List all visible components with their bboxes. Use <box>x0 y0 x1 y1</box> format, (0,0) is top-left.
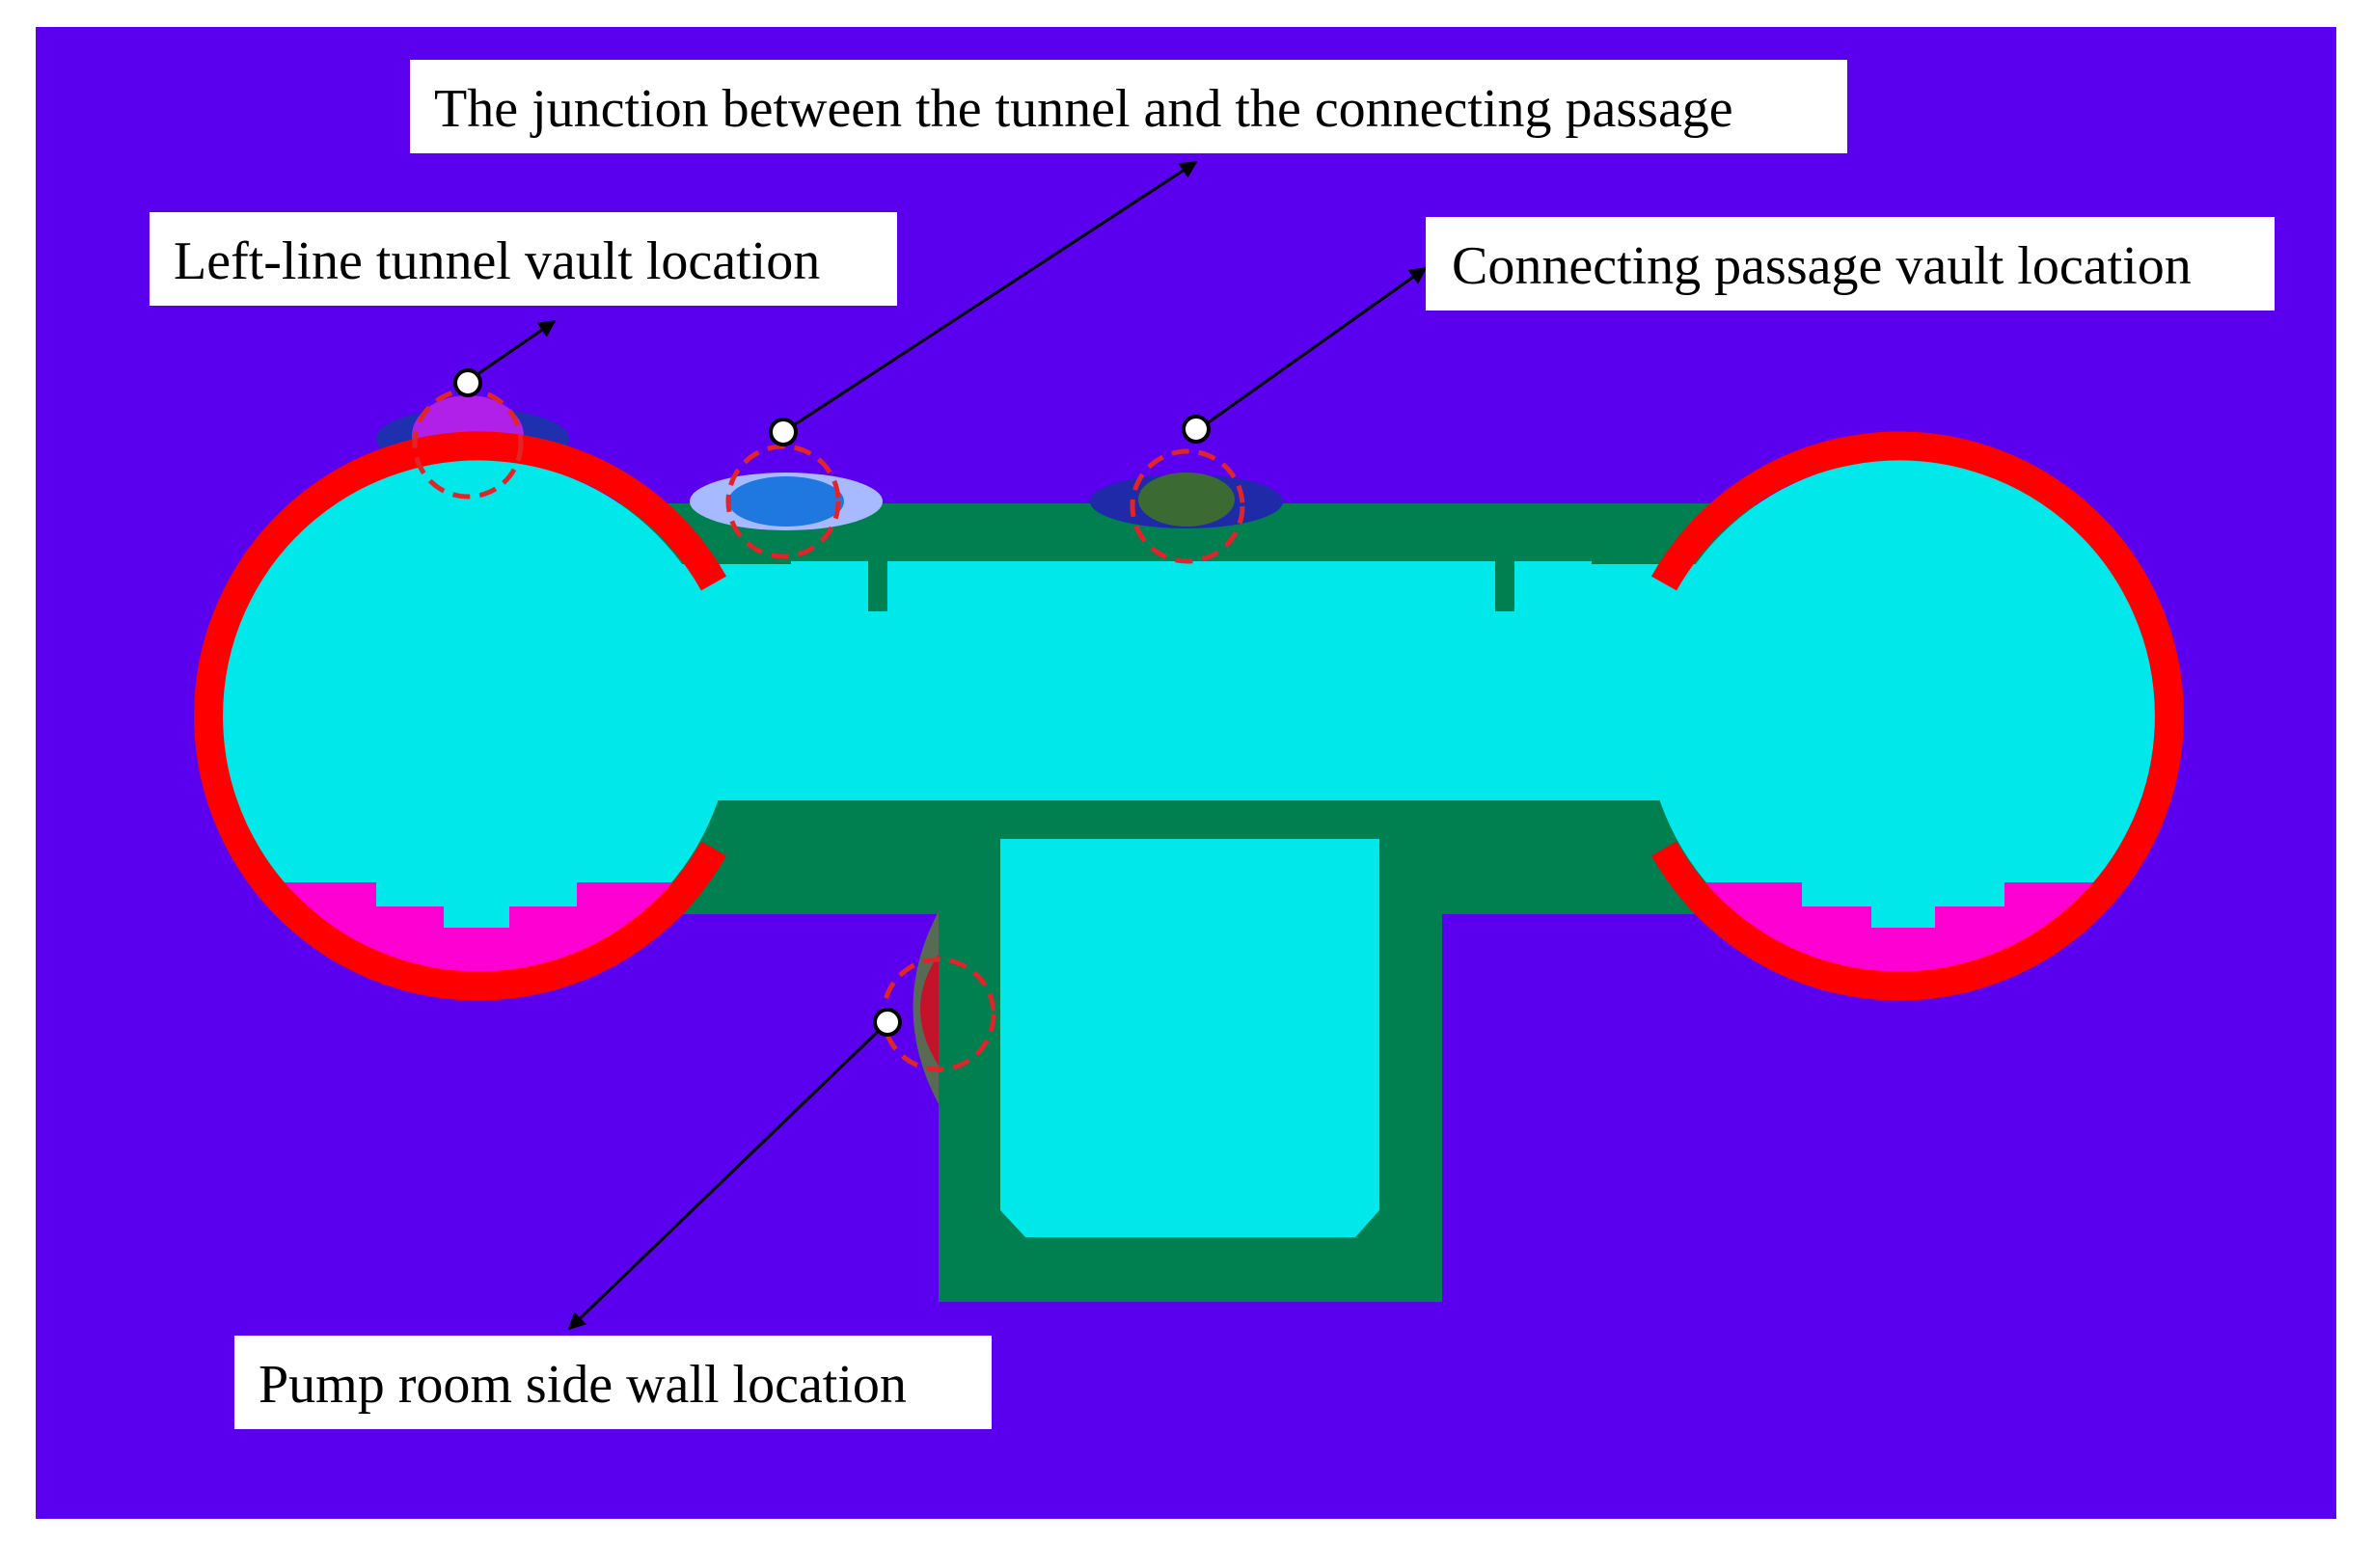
junction-deformation-core <box>728 476 844 527</box>
passage-vault-deformation-core <box>1138 473 1235 527</box>
anchor-pump-wall <box>873 1008 902 1037</box>
arrow-passage-vault <box>1195 266 1428 433</box>
passage-rib <box>791 561 868 611</box>
arrow-left-vault <box>467 319 557 383</box>
pump-room-interior <box>1000 839 1379 1237</box>
left-tunnel <box>194 431 732 1001</box>
label-box-pump-wall <box>234 1336 992 1429</box>
label-box-junction <box>410 60 1847 153</box>
passage-rib <box>1514 561 1592 611</box>
label-junction: The junction between the tunnel and the … <box>434 79 1733 139</box>
passage-ceiling <box>695 611 1688 800</box>
arrow-pump-wall <box>567 1020 889 1331</box>
passage-rib <box>887 561 1495 611</box>
label-box-passage-vault <box>1426 217 2275 311</box>
anchor-junction <box>769 418 798 446</box>
arrow-junction <box>782 160 1198 434</box>
anchor-passage-vault <box>1182 415 1211 444</box>
passage-rib <box>868 561 887 611</box>
label-pump-wall: Pump room side wall location <box>259 1355 907 1415</box>
right-tunnel <box>1646 431 2184 1001</box>
label-box-left-vault <box>150 212 897 306</box>
anchor-left-vault <box>453 368 482 397</box>
left-tunnel-interior <box>217 459 732 974</box>
label-passage-vault: Connecting passage vault location <box>1452 236 2192 296</box>
label-left-vault: Left-line tunnel vault location <box>174 231 820 291</box>
highlight-passage-vault <box>1130 448 1245 564</box>
left-tunnel-lining <box>194 431 727 1001</box>
right-tunnel-lining <box>1650 431 2184 1001</box>
passage-rib <box>1495 561 1514 611</box>
pump-wall-deformation-core <box>920 955 939 1066</box>
right-tunnel-interior <box>1646 459 2161 974</box>
